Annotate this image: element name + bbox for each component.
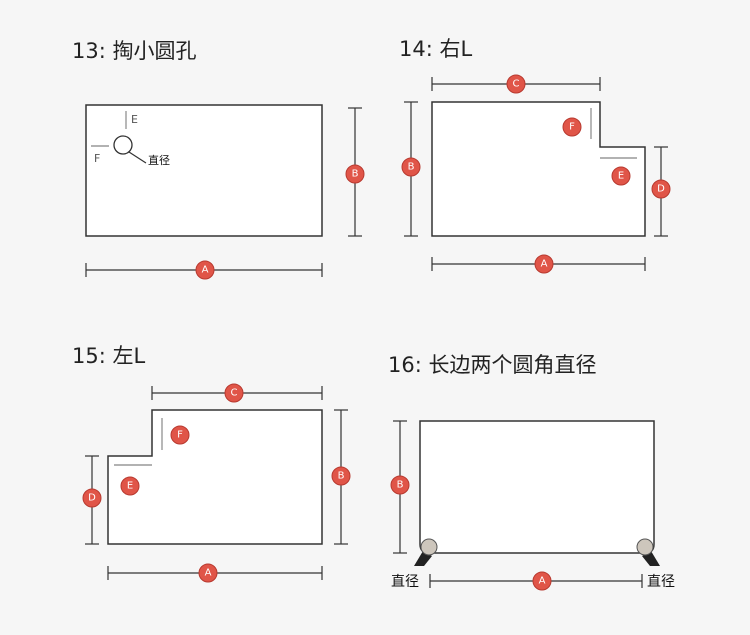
panel-13-label-diameter: 直径	[148, 153, 170, 167]
panel-14-badge-e	[611, 166, 631, 186]
panel-16-corner-left-marker	[420, 538, 438, 556]
panel-15-badge-c	[224, 383, 244, 403]
panel-14: 14: 右L C F E B D A	[399, 37, 671, 274]
panel-16-badge-a	[532, 571, 552, 591]
panel-15-badge-d	[82, 488, 102, 508]
panel-14-badge-c-label: C	[513, 79, 520, 90]
panel-16-badge-b-label: B	[397, 480, 404, 491]
panel-15-badge-e	[120, 476, 140, 496]
panel-13: 13: 掏小圆孔 E F 直径 A B	[72, 39, 365, 280]
panel-15-badge-e-label: E	[127, 481, 133, 492]
panel-14-title: 14: 右L	[399, 37, 472, 61]
panel-14-badge-d	[651, 179, 671, 199]
panel-15-badge-f-label: F	[177, 430, 183, 441]
panel-16-badge-a-label: A	[539, 576, 546, 587]
panel-14-badge-f-label: F	[569, 122, 575, 133]
panel-14-badge-e-label: E	[618, 171, 624, 182]
panel-15-badge-d-label: D	[88, 493, 96, 504]
panel-15-badge-b-label: B	[338, 471, 345, 482]
panel-13-title: 13: 掏小圆孔	[72, 39, 196, 63]
panel-15: 15: 左L C F E D B A	[72, 344, 351, 583]
panel-16: 16: 长边两个圆角直径 B A 直径 直径	[388, 353, 675, 591]
panel-16-label-diameter-right: 直径	[647, 573, 675, 590]
panel-13-badge-a-label: A	[202, 265, 209, 276]
panel-14-badge-b	[401, 157, 421, 177]
panel-14-plate	[431, 101, 646, 237]
panel-13-badge-a	[195, 260, 215, 280]
panel-13-hole	[113, 135, 133, 155]
panel-15-badge-a	[198, 563, 218, 583]
panel-14-badge-f	[562, 117, 582, 137]
panel-13-badge-b	[345, 164, 365, 184]
panel-15-badge-a-label: A	[205, 568, 212, 579]
panel-13-label-f: F	[94, 152, 100, 165]
panel-14-badge-a-label: A	[541, 259, 548, 270]
panel-14-badge-d-label: D	[657, 184, 665, 195]
panel-14-badge-c	[506, 74, 526, 94]
panel-16-corner-right-marker	[636, 538, 654, 556]
panel-16-label-diameter-left: 直径	[391, 573, 419, 590]
panel-13-badge-b-label: B	[352, 169, 359, 180]
panel-13-plate	[85, 104, 323, 237]
panel-14-badge-a	[534, 254, 554, 274]
panel-15-badge-b	[331, 466, 351, 486]
panel-15-title: 15: 左L	[72, 344, 145, 368]
panel-15-badge-f	[170, 425, 190, 445]
panel-16-title: 16: 长边两个圆角直径	[388, 353, 596, 377]
panel-13-diameter-leader	[128, 151, 147, 164]
panel-16-badge-b	[390, 475, 410, 495]
panel-15-plate	[107, 409, 323, 545]
panel-15-badge-c-label: C	[231, 388, 238, 399]
panel-13-label-e: E	[131, 113, 138, 126]
panel-14-badge-b-label: B	[408, 162, 415, 173]
panel-16-plate	[419, 420, 655, 554]
